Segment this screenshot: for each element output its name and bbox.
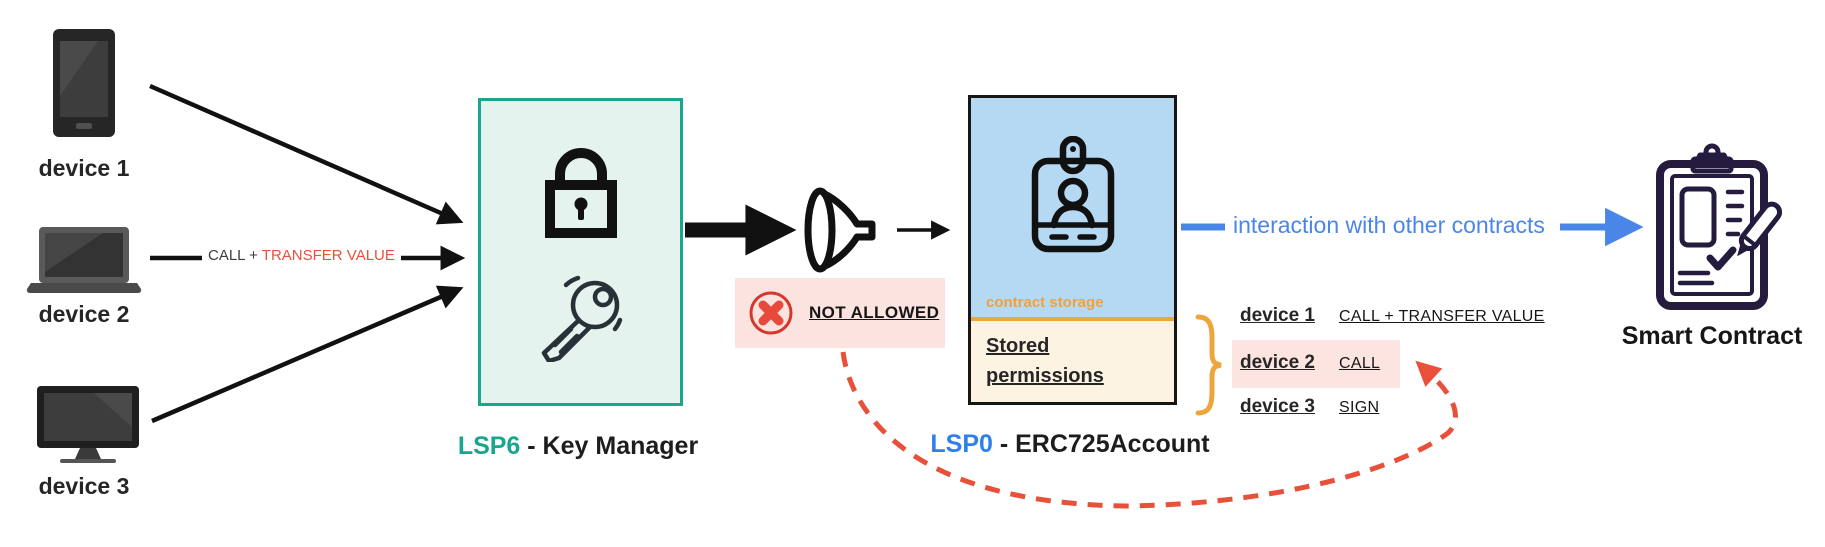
lsp6-text: LSP6	[457, 432, 521, 460]
storage-divider	[971, 317, 1174, 321]
account-box: contract storage Stored permissions	[968, 95, 1177, 405]
account-title: LSP0 - ERC725Account	[920, 430, 1220, 459]
permission-device: device 1	[1240, 305, 1315, 326]
x-circle-icon	[748, 290, 794, 336]
call-text: CALL +	[208, 247, 262, 264]
key-icon	[532, 272, 630, 362]
key-manager-box	[478, 98, 683, 406]
curly-brace-icon	[1193, 314, 1225, 416]
account-box-storage-section: contract storage	[971, 98, 1174, 317]
not-allowed-label: NOT ALLOWED	[809, 303, 940, 322]
lsp0-text: LSP0	[930, 430, 993, 458]
arrow-not-allowed-to-device2-permission	[840, 351, 1458, 509]
smartphone-icon	[52, 28, 116, 138]
laptop-icon	[25, 226, 143, 294]
padlock-icon	[538, 143, 624, 240]
stored-permissions-label: Stored permissions	[986, 335, 1104, 387]
key-manager-title: LSP6 - Key Manager	[428, 432, 728, 461]
permission-value: CALL	[1339, 355, 1381, 372]
arrow-device3-to-keymanager	[151, 285, 464, 424]
device-2-label: device 2	[38, 301, 130, 327]
monitor-icon	[36, 385, 140, 465]
erc725-text: - ERC725Account	[992, 430, 1210, 458]
permission-row-device-3: device 3 SIGN	[1240, 396, 1379, 418]
contract-clipboard-icon	[1652, 142, 1792, 318]
smart-contract-label: Smart Contract	[1621, 322, 1803, 350]
permission-value: CALL + TRANSFER VALUE	[1339, 308, 1545, 325]
permission-device: device 2	[1240, 352, 1315, 373]
permission-value: SIGN	[1339, 399, 1380, 416]
arrow-device1-to-keymanager	[149, 83, 464, 225]
permission-row-device-1: device 1 CALL + TRANSFER VALUE	[1240, 305, 1545, 327]
not-allowed-badge: NOT ALLOWED	[735, 278, 945, 348]
funnel-icon	[798, 183, 888, 277]
device-1-label: device 1	[38, 155, 130, 181]
permission-row-device-2: device 2 CALL	[1240, 352, 1380, 374]
transfer-value-text: TRANSFER VALUE	[261, 247, 395, 264]
device-2-arrow-label: CALL + TRANSFER VALUE	[202, 246, 401, 265]
device-2-highlight	[1232, 340, 1400, 388]
key-manager-text: - Key Manager	[520, 432, 699, 460]
account-box-permissions-section: Stored permissions	[971, 321, 1174, 402]
permission-device: device 3	[1240, 396, 1315, 417]
interaction-label: interaction with other contracts	[1233, 212, 1545, 238]
device-3-label: device 3	[38, 473, 130, 499]
id-badge-icon	[1025, 136, 1121, 256]
contract-storage-label: contract storage	[986, 294, 1104, 311]
